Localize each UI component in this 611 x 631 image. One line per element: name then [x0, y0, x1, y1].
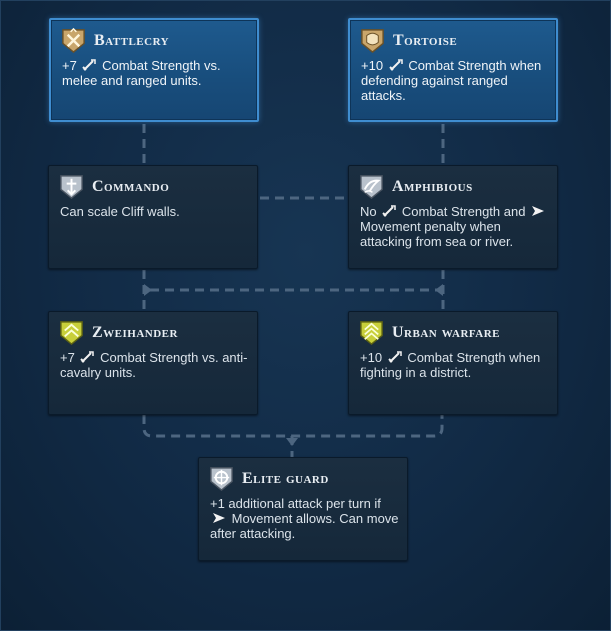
promotion-title: Commando [92, 178, 170, 195]
promotion-description: Can scale Cliff walls. [60, 204, 180, 219]
promotion-description: +10 Combat Strength when defending again… [361, 58, 551, 103]
promotion-title: Battlecry [94, 32, 170, 49]
combat-strength-icon [382, 205, 396, 217]
battlecry-icon [62, 27, 85, 54]
promotion-description: +7 Combat Strength vs. melee and ranged … [62, 58, 252, 88]
tortoise-icon [361, 29, 384, 54]
description-prefix: +10 [361, 58, 384, 73]
movement-icon [532, 206, 545, 216]
description-text: Combat Strength vs. anti-cavalry units. [60, 350, 248, 380]
description-middle: Combat Strength and [401, 204, 526, 219]
movement-icon [213, 513, 225, 523]
combat-strength-icon [387, 351, 402, 363]
description-prefix: +7 [62, 58, 77, 73]
arrow-down-icon [286, 438, 298, 446]
promotion-title: Tortoise [393, 32, 458, 49]
description-text: Combat Strength when fighting in a distr… [360, 350, 541, 380]
arrow-right-icon [144, 284, 152, 296]
promotion-card-urban-warfare[interactable]: Urban warfare +10 Combat Strength when f… [348, 311, 558, 415]
description-prefix: No [360, 204, 377, 219]
description-prefix: +7 [60, 350, 75, 365]
promotion-description: +1 additional attack per turn if Movemen… [210, 496, 400, 541]
promotion-title: Elite guard [242, 470, 329, 487]
promotion-title: Urban warfare [392, 324, 501, 341]
arrow-left-icon [435, 284, 443, 296]
urban-warfare-icon [360, 321, 383, 346]
description-text: Combat Strength when defending against r… [361, 58, 542, 103]
elite-guard-icon [210, 467, 233, 492]
description-prefix: +10 [360, 350, 383, 365]
description-text: Movement allows. Can move after attackin… [210, 511, 399, 541]
promotion-card-zweihander[interactable]: Zweihander +7 Combat Strength vs. anti-c… [48, 311, 258, 415]
combat-strength-icon [82, 59, 97, 71]
promotion-card-amphibious[interactable]: Amphibious No Combat Strength and Moveme… [348, 165, 558, 269]
zweihander-icon [60, 321, 83, 346]
promotion-card-battlecry[interactable]: Battlecry +7 Combat Strength vs. melee a… [49, 18, 259, 122]
promotion-description: +7 Combat Strength vs. anti-cavalry unit… [60, 350, 250, 380]
promotion-title: Amphibious [392, 178, 473, 195]
combat-strength-icon [388, 59, 403, 71]
description-text: Movement penalty when attacking from sea… [360, 219, 514, 249]
promotion-card-elite-guard[interactable]: Elite guard +1 additional attack per tur… [198, 457, 408, 561]
promotion-description: No Combat Strength and Movement penalty … [360, 204, 550, 249]
description-text: Combat Strength vs. melee and ranged uni… [62, 58, 221, 88]
promotion-title: Zweihander [92, 324, 178, 341]
commando-icon [60, 175, 83, 200]
description-prefix: +1 additional attack per turn if [210, 496, 381, 511]
promotion-card-commando[interactable]: Commando Can scale Cliff walls. [48, 165, 258, 269]
amphibious-icon [360, 175, 383, 200]
combat-strength-icon [80, 351, 95, 363]
promotion-card-tortoise[interactable]: Tortoise +10 Combat Strength when defend… [348, 18, 558, 122]
connector-bottom-merge [142, 415, 444, 438]
promotion-description: +10 Combat Strength when fighting in a d… [360, 350, 550, 380]
